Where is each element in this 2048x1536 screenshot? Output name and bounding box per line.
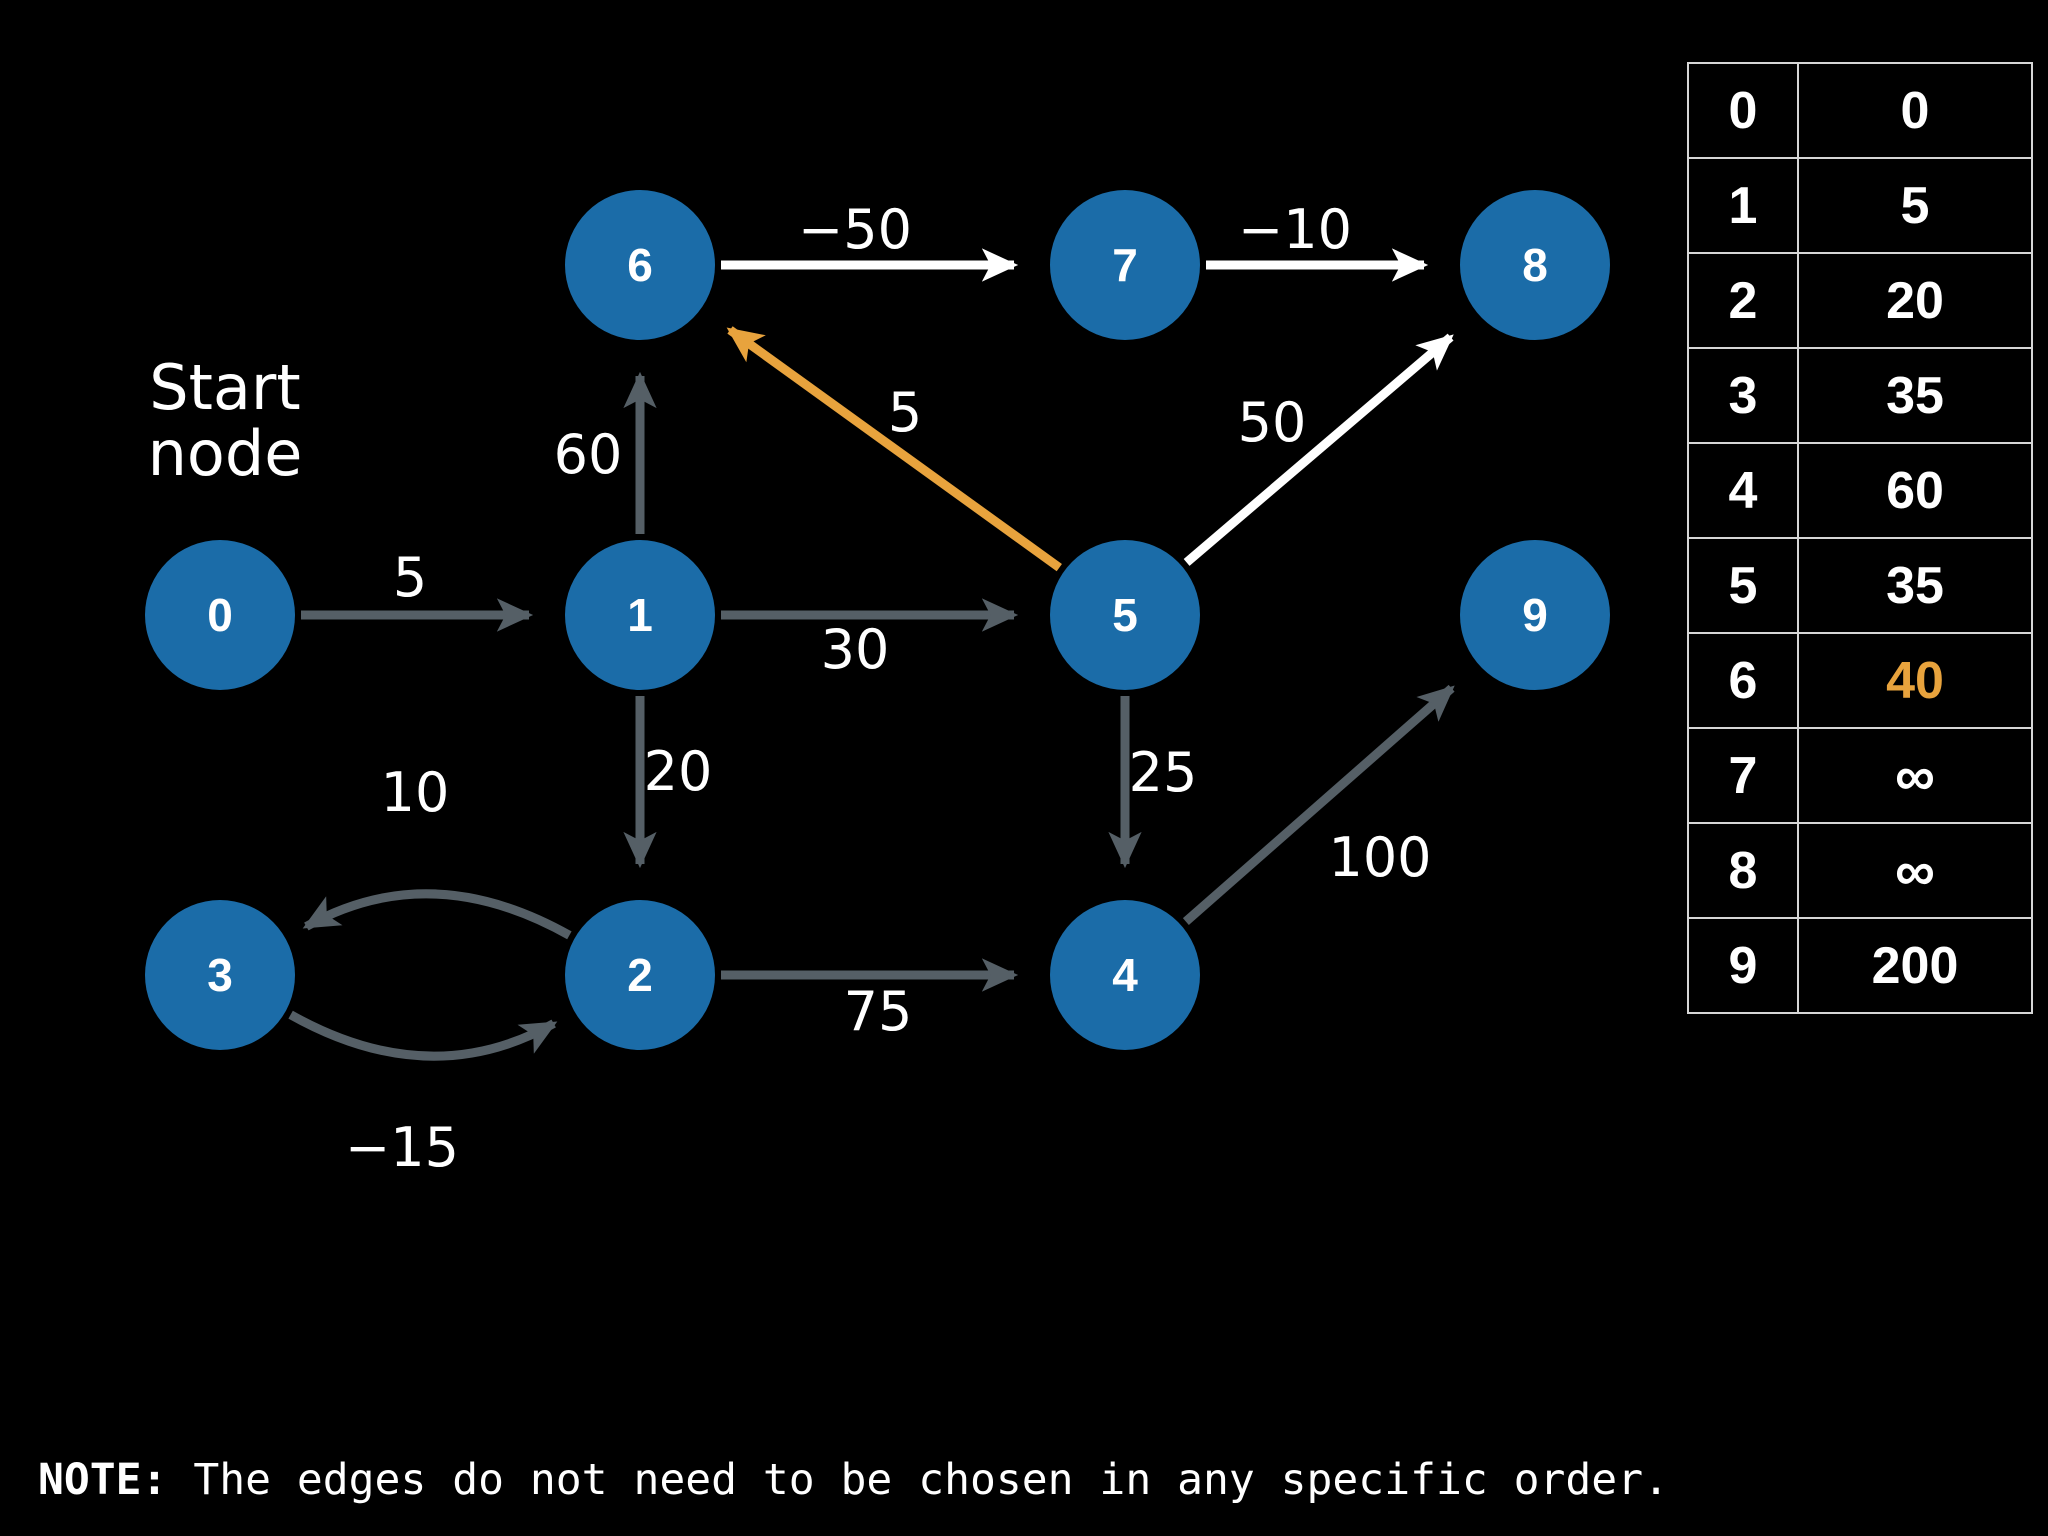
edge-weight-1-to-2: 20 [643,740,713,803]
graph-node-label: 1 [627,589,653,641]
distance-table-row: 8∞ [1687,822,2033,919]
edge-weight-4-to-9: 100 [1328,826,1432,889]
graph-node-0[interactable]: 0 [145,540,295,690]
graph-node-label: 6 [627,239,653,291]
distance-table-distance-value: ∞ [1797,822,2033,919]
edge-weight-1-to-5: 30 [820,618,890,681]
distance-table-distance-value: ∞ [1797,727,2033,824]
distance-table-node-index: 4 [1687,442,1799,539]
distance-table-distance-value: 35 [1797,537,2033,634]
graph-node-label: 8 [1522,239,1548,291]
graph-edge-2-to-3[interactable] [302,889,572,940]
start-node-annotation: Start node [80,355,370,486]
graph-edge-5-to-6[interactable] [726,326,1062,572]
distance-table-distance-value: 200 [1797,917,2033,1014]
distance-table-node-index: 0 [1687,62,1799,159]
start-node-annotation-line1: Start [149,351,301,424]
distance-table-node-index: 3 [1687,347,1799,444]
graph-edge-5-to-8[interactable] [1183,333,1454,566]
distance-table-node-index: 9 [1687,917,1799,1014]
graph-node-7[interactable]: 7 [1050,190,1200,340]
distance-table-distance-value: 60 [1797,442,2033,539]
graph-node-label: 3 [207,949,233,1001]
footer-note-keyword: NOTE: [38,1455,168,1505]
graph-node-label: 2 [627,949,653,1001]
distance-table-node-index: 5 [1687,537,1799,634]
distance-table-distance-value: 40 [1797,632,2033,729]
graph-edges-svg [288,248,1455,1061]
graph-node-label: 5 [1112,589,1138,641]
graph-node-4[interactable]: 4 [1050,900,1200,1050]
edge-weight-6-to-7: −50 [798,198,912,261]
edge-weight-5-to-6: 5 [887,381,923,444]
distance-table-node-index: 1 [1687,157,1799,254]
graph-node-label: 0 [207,589,233,641]
edge-weight-5-to-8: 50 [1237,391,1307,454]
edge-weight-2-to-3: 10 [380,761,450,824]
graph-node-label: 9 [1522,589,1548,641]
distance-table-distance-value: 35 [1797,347,2033,444]
distance-table-distance-value: 5 [1797,157,2033,254]
edge-weight-3-to-2: −15 [345,1116,459,1179]
start-node-annotation-line2: node [147,416,303,490]
edge-weight-2-to-4: 75 [843,980,913,1043]
footer-note: NOTE: The edges do not need to be chosen… [38,1455,1669,1505]
distance-table-node-index: 6 [1687,632,1799,729]
infinity-icon: ∞ [1895,744,1935,807]
graph-node-2[interactable]: 2 [565,900,715,1050]
graph-edge-3-to-2[interactable] [288,1010,558,1061]
distance-table-node-index: 7 [1687,727,1799,824]
graph-node-5[interactable]: 5 [1050,540,1200,690]
distance-table-distance-value: 20 [1797,252,2033,349]
distance-table-node-index: 2 [1687,252,1799,349]
graph-node-6[interactable]: 6 [565,190,715,340]
graph-node-9[interactable]: 9 [1460,540,1610,690]
graph-edge-4-to-9[interactable] [1182,684,1455,925]
distance-table-distance-value: 0 [1797,62,2033,159]
edge-weight-7-to-8: −10 [1238,198,1352,261]
graph-node-3[interactable]: 3 [145,900,295,1050]
graph-node-label: 4 [1112,949,1138,1001]
graph-node-1[interactable]: 1 [565,540,715,690]
distance-table-row: 7∞ [1687,727,2033,824]
edge-weight-0-to-1: 5 [392,546,428,609]
graph-node-8[interactable]: 8 [1460,190,1610,340]
distance-table-node-index: 8 [1687,822,1799,919]
graph-node-label: 7 [1112,239,1138,291]
infinity-icon: ∞ [1895,839,1935,902]
edge-weight-5-to-4: 25 [1128,741,1198,804]
edge-weight-1-to-6: 60 [553,423,623,486]
footer-note-text: The edges do not need to be chosen in an… [167,1455,1669,1505]
